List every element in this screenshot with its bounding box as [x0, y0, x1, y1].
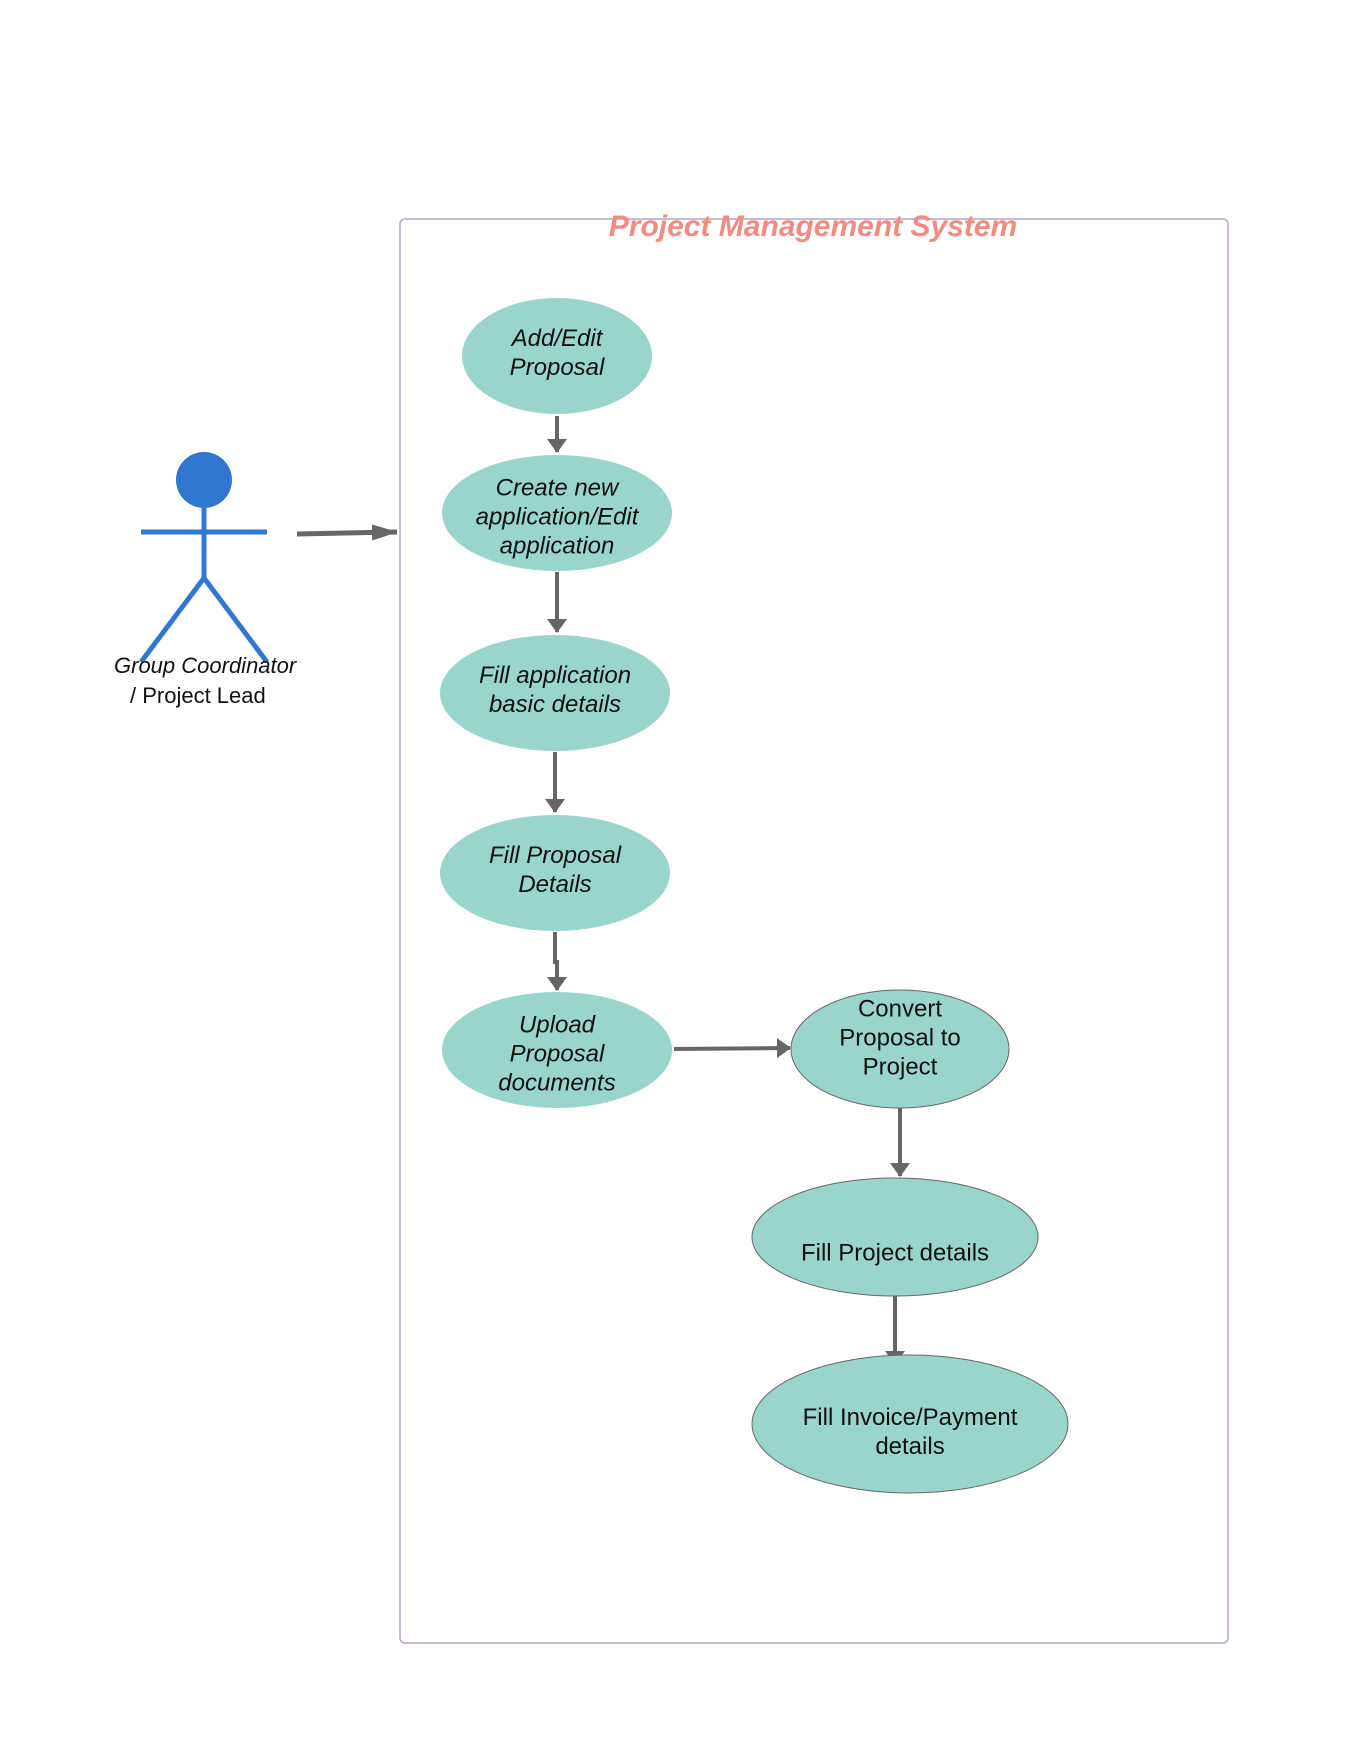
usecase-add-edit-proposal-label: Add/Edit Proposal [509, 325, 605, 381]
usecase-create-application-label: Create new application/Edit application [475, 474, 639, 560]
actor-right-leg [202, 576, 269, 664]
actor-to-system-arrow [296, 524, 398, 541]
usecase-upload-documents-label: Upload Proposal documents [498, 1011, 616, 1097]
usecase-fill-proposal-details-label: Fill Proposal Details [488, 842, 622, 898]
system-boundary [399, 218, 1229, 1644]
actor-name-line1: Group Coordinator [114, 653, 297, 678]
actor-left-leg [139, 576, 206, 664]
usecase-fill-project-details-shape [751, 1177, 1039, 1297]
system-title: Project Management System [608, 210, 1018, 243]
usecase-fill-invoice-details-label: Fill Invoice/Payment details [802, 1404, 1018, 1460]
usecase-add-edit-proposal-shape [462, 298, 652, 414]
arrow-upload-to-convert [673, 1038, 791, 1059]
usecase-fill-proposal-details-shape [440, 815, 670, 931]
usecase-convert-to-project-shape [790, 989, 1010, 1109]
usecase-convert-to-project-label: Convert Proposal to Project [839, 995, 961, 1081]
usecase-fill-invoice-details-shape [751, 1354, 1069, 1494]
usecase-create-application-shape [442, 455, 672, 571]
usecase-fill-project-details-label: Fill Project details [800, 1239, 990, 1267]
arrow-proposal-to-upload [547, 932, 567, 991]
actor-figure [139, 452, 269, 664]
actor-name-line2: / Project Lead [130, 683, 266, 708]
usecase-fill-basic-details-shape [440, 635, 670, 751]
usecase-fill-basic-details-label: Fill application basic details [478, 662, 632, 718]
usecase-upload-documents-shape [442, 992, 672, 1108]
actor-head [176, 452, 232, 508]
